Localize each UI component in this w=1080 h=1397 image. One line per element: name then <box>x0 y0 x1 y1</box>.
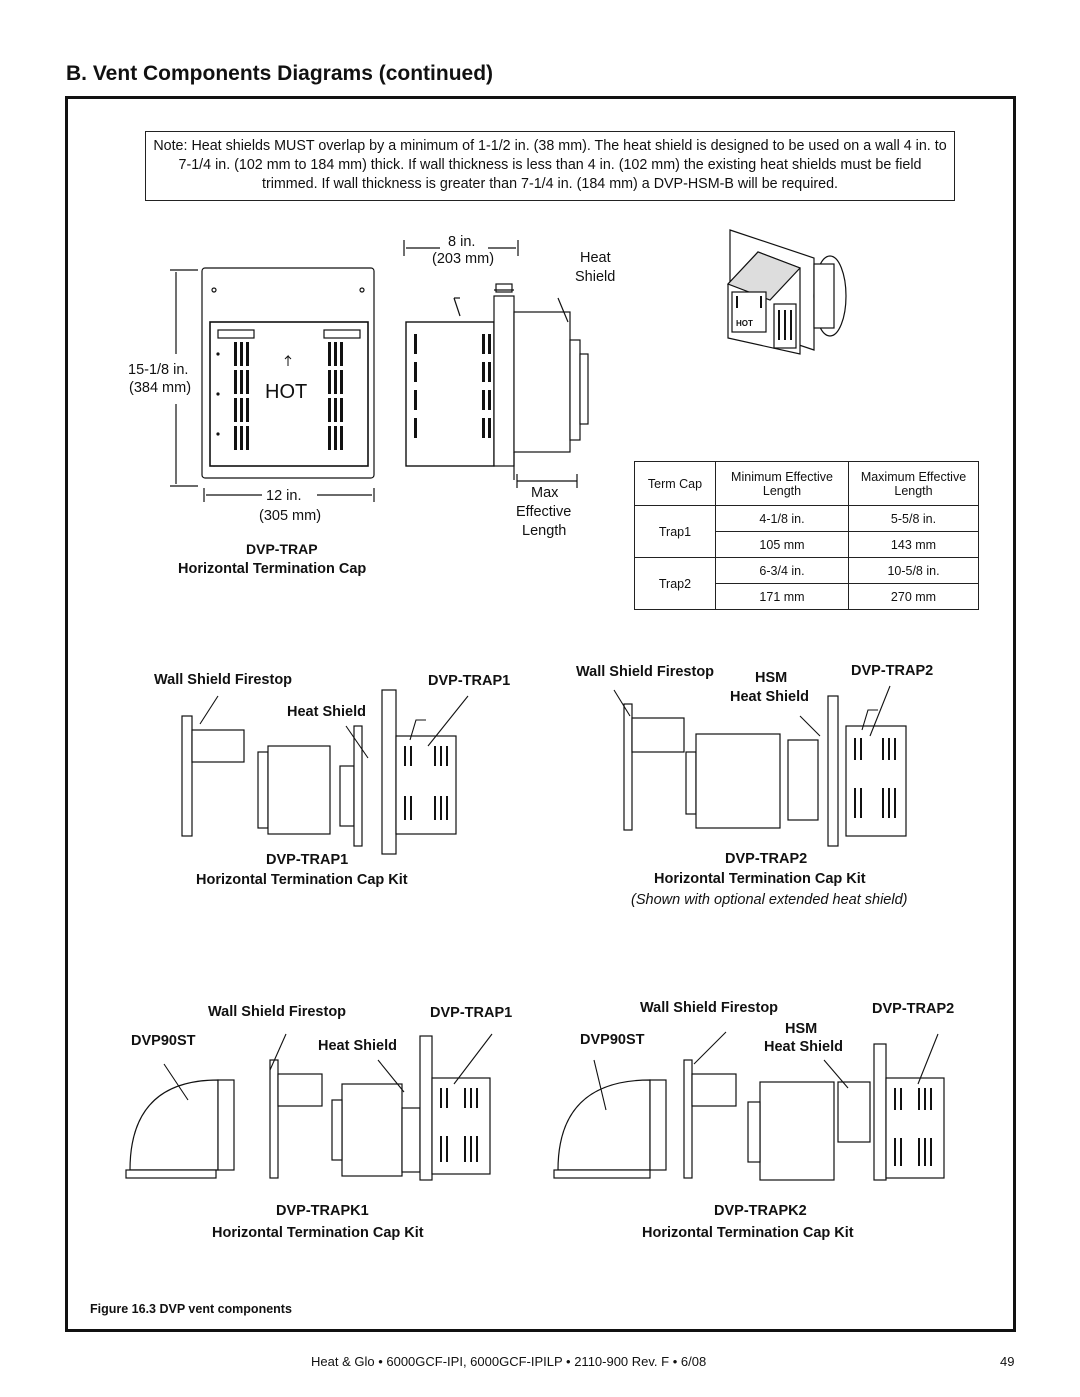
kitk2-heat-shield-label: Heat Shield <box>764 1039 843 1055</box>
figure-frame <box>65 96 1016 1332</box>
height-in-label: 15-1/8 in. <box>128 362 189 378</box>
table-cell: 5-5/8 in. <box>848 505 979 532</box>
table-cell: 4-1/8 in. <box>715 505 849 532</box>
section-title: B. Vent Components Diagrams (continued) <box>66 62 494 85</box>
table-cell: 105 mm <box>715 531 849 558</box>
kitk2-hsm-label: HSM <box>785 1021 818 1037</box>
side-depth-in-label: 8 in. <box>448 234 476 250</box>
kit1-title: Horizontal Termination Cap Kit <box>196 872 408 888</box>
kit1-firestop-label: Wall Shield Firestop <box>154 672 293 688</box>
isometric-cap-drawing: HOT <box>726 229 847 355</box>
kitk2-drawing <box>553 1031 945 1181</box>
kitk1-title: Horizontal Termination Cap Kit <box>212 1225 424 1241</box>
kit2-title: Horizontal Termination Cap Kit <box>654 871 866 887</box>
kit2-note: (Shown with optional extended heat shiel… <box>631 892 908 908</box>
kitk1-model: DVP-TRAPK1 <box>276 1203 369 1219</box>
length-label: Length <box>522 523 567 539</box>
isometric-hot-label: HOT <box>736 319 753 328</box>
width-in-label: 12 in. <box>266 488 302 504</box>
page-number: 49 <box>1000 1354 1015 1369</box>
kit1-cap-label: DVP-TRAP1 <box>428 673 511 689</box>
dvp-trap-side-drawing <box>403 240 589 480</box>
kit1-heat-shield-label: Heat Shield <box>287 704 366 720</box>
kitk2-cap-label: DVP-TRAP2 <box>872 1001 955 1017</box>
kitk2-title: Horizontal Termination Cap Kit <box>642 1225 854 1241</box>
figure-caption: Figure 16.3 DVP vent components <box>90 1302 292 1316</box>
table-header-minimum: Minimum Effective Length <box>715 461 849 506</box>
table-cell: 6-3/4 in. <box>715 557 849 584</box>
table-row-trap1-name: Trap1 <box>634 505 716 558</box>
kitk1-heat-shield-label: Heat Shield <box>318 1038 397 1054</box>
kitk2-model: DVP-TRAPK2 <box>714 1203 807 1219</box>
kitk1-elbow-label: DVP90ST <box>131 1033 196 1049</box>
kit2-model: DVP-TRAP2 <box>725 851 808 867</box>
hot-label: HOT <box>265 381 308 403</box>
effective-length-table: Term Cap Minimum Effective Length Maximu… <box>634 461 979 610</box>
table-cell: 143 mm <box>848 531 979 558</box>
max-length-dimension <box>516 474 578 488</box>
side-depth-mm-label: (203 mm) <box>432 251 495 267</box>
kitk1-drawing <box>125 1033 493 1181</box>
kitk1-firestop-label: Wall Shield Firestop <box>208 1004 347 1020</box>
table-cell: 171 mm <box>715 583 849 610</box>
heat-shield-note: Note: Heat shields MUST overlap by a min… <box>145 131 955 201</box>
max-label: Max <box>531 485 559 501</box>
width-mm-label: (305 mm) <box>259 508 322 524</box>
table-header-maximum: Maximum Effective Length <box>848 461 979 506</box>
kit1-drawing <box>181 689 469 855</box>
dvp-trap-front-drawing <box>170 267 375 487</box>
table-row-trap2-name: Trap2 <box>634 557 716 610</box>
effective-label: Effective <box>516 504 572 520</box>
kitk1-cap-label: DVP-TRAP1 <box>430 1005 513 1021</box>
kit2-firestop-label: Wall Shield Firestop <box>576 664 715 680</box>
dvp-trap-model: DVP-TRAP <box>246 541 318 557</box>
table-cell: 270 mm <box>848 583 979 610</box>
kit2-hsm-label: HSM <box>755 670 788 686</box>
kit2-cap-label: DVP-TRAP2 <box>851 663 934 679</box>
footer-text: Heat & Glo • 6000GCF-IPI, 6000GCF-IPILP … <box>311 1354 707 1369</box>
kit2-heat-shield-label: Heat Shield <box>730 689 809 705</box>
heat-shield-label-1: Heat <box>580 250 611 266</box>
table-header-term-cap: Term Cap <box>634 461 716 506</box>
width-dimension <box>203 488 375 502</box>
dvp-trap-title: Horizontal Termination Cap <box>178 561 367 577</box>
kit2-drawing <box>613 685 907 847</box>
heat-shield-label-2: Shield <box>575 269 616 285</box>
kit1-model: DVP-TRAP1 <box>266 852 349 868</box>
table-cell: 10-5/8 in. <box>848 557 979 584</box>
kitk2-firestop-label: Wall Shield Firestop <box>640 1000 779 1016</box>
height-mm-label: (384 mm) <box>129 380 192 396</box>
kitk2-elbow-label: DVP90ST <box>580 1032 645 1048</box>
